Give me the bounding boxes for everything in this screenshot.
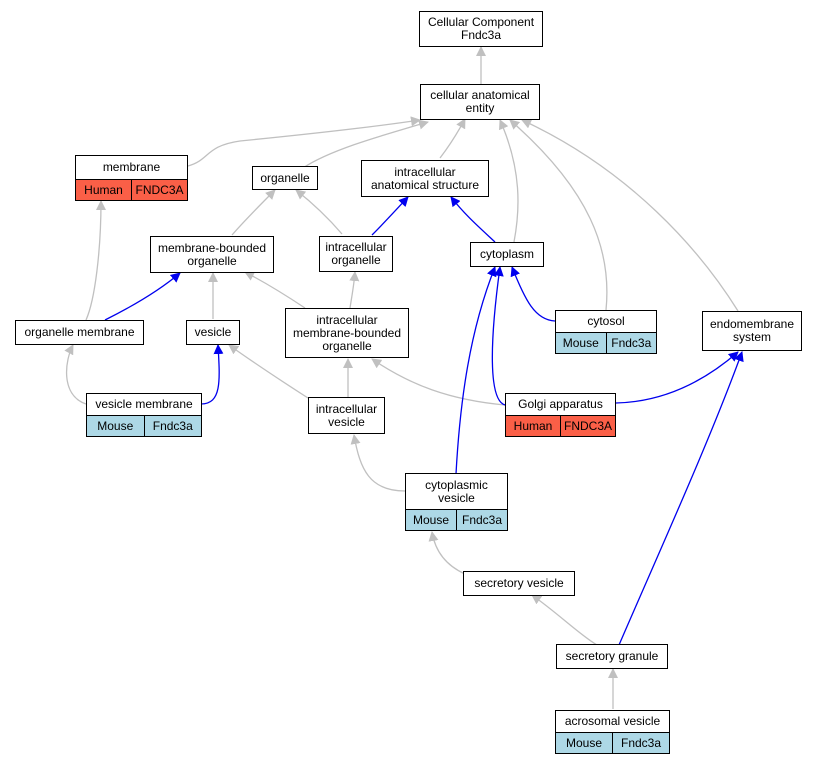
node-label: intracellular: [315, 401, 378, 416]
species-label: Human: [513, 418, 553, 433]
edge-sv-to-cv: [428, 531, 466, 575]
species-label: Human: [84, 182, 123, 197]
edge-om-to-mbo: [104, 272, 181, 321]
node-label: vesicle: [194, 325, 232, 339]
node-organelle-membrane[interactable]: organelle membrane: [15, 320, 144, 345]
node-golgi-apparatus[interactable]: Golgi apparatus Human FNDC3A: [505, 393, 616, 437]
node-label-3: organelle: [322, 338, 372, 353]
edge-imbo-to-io: [349, 271, 360, 309]
edge-es-to-cae: [521, 119, 739, 312]
node-label: intracellular: [325, 240, 387, 254]
edge-sg-to-sv: [531, 594, 598, 646]
node-label: organelle membrane: [24, 325, 135, 339]
node-label: endomembrane: [709, 317, 795, 331]
node-label-2: system: [732, 330, 771, 344]
node-label: intracellular: [394, 164, 456, 179]
annotation-row: Mouse Fndc3a: [556, 332, 656, 353]
node-label: cellular anatomical: [430, 88, 530, 102]
edge-vm-to-om: [64, 344, 87, 405]
species-label: Mouse: [412, 512, 450, 527]
edge-mbo-to-organelle: [231, 189, 276, 236]
node-label: organelle: [260, 170, 310, 185]
node-label-2: anatomical structure: [370, 177, 480, 192]
annotation-row: Mouse Fndc3a: [556, 732, 669, 753]
node-organelle[interactable]: organelle: [252, 166, 318, 190]
node-label-2: entity: [465, 101, 495, 115]
edge-cv-to-cytoplasm: [455, 266, 497, 475]
edge-imbo-to-mbo: [244, 271, 306, 309]
annotation-row: Mouse Fndc3a: [87, 415, 201, 436]
node-label-2: organelle: [331, 253, 381, 267]
edge-vm-to-vesicle: [200, 344, 224, 405]
node-label: cytosol: [587, 314, 625, 328]
node-label-2: membrane-bounded: [292, 325, 402, 340]
node-secretory-granule[interactable]: secretory granule: [556, 644, 668, 669]
node-label: cytoplasmic: [425, 477, 488, 492]
edge-cytoplasm-to-cae: [499, 119, 519, 243]
node-label: Golgi apparatus: [518, 397, 603, 411]
edge-cytoplasm-to-ias: [450, 196, 496, 243]
node-label: intracellular: [316, 312, 378, 327]
node-label: membrane-bounded: [157, 240, 267, 255]
species-label: Mouse: [562, 335, 599, 350]
node-label: membrane: [102, 160, 161, 174]
gene-label: FNDC3A: [560, 416, 615, 436]
edge-membrane-to-cae: [187, 116, 421, 167]
edge-io-to-organelle: [295, 189, 343, 235]
node-label: secretory granule: [565, 649, 659, 663]
species-label: Mouse: [565, 735, 603, 750]
gene-label: Fndc3a: [612, 733, 669, 753]
node-cytoplasm[interactable]: cytoplasm: [470, 242, 544, 267]
node-vesicle[interactable]: vesicle: [186, 320, 240, 345]
node-vesicle-membrane[interactable]: vesicle membrane Mouse Fndc3a: [86, 393, 202, 437]
node-label: vesicle membrane: [95, 397, 193, 411]
node-label-2: vesicle: [328, 414, 365, 429]
edge-golgi-to-cytoplasm: [491, 266, 506, 406]
annotation-row: Human FNDC3A: [76, 179, 187, 200]
edge-cytosol-to-cae: [509, 119, 608, 311]
gene-label: Fndc3a: [456, 510, 507, 530]
annotation-row: Human FNDC3A: [506, 415, 615, 436]
gene-label: FNDC3A: [131, 180, 187, 200]
node-label: cytoplasm: [479, 247, 535, 261]
node-label: acrosomal vesicle: [564, 714, 661, 728]
species-label: Mouse: [97, 418, 134, 433]
gene-label: Fndc3a: [605, 333, 657, 353]
edge-organelle-to-cae: [302, 119, 429, 169]
edge-cv-to-iv: [350, 434, 406, 492]
node-cytosol[interactable]: cytosol Mouse Fndc3a: [555, 310, 657, 354]
edge-iv-to-vesicle: [228, 344, 309, 399]
edge-golgi-to-imbo: [371, 358, 506, 406]
edge-ias-to-cae: [439, 118, 466, 159]
edge-cytosol-to-cytoplasm: [510, 266, 556, 322]
node-membrane[interactable]: membrane Human FNDC3A: [75, 155, 188, 201]
node-label-2: organelle: [187, 253, 237, 268]
node-secretory-vesicle[interactable]: secretory vesicle: [463, 571, 575, 596]
node-label-2: Fndc3a: [460, 28, 502, 42]
node-label-2: vesicle: [438, 490, 475, 505]
edge-om-to-membrane: [85, 200, 106, 321]
edge-io-to-ias: [371, 196, 409, 236]
node-acrosomal-vesicle[interactable]: acrosomal vesicle Mouse Fndc3a: [555, 710, 670, 754]
edge-golgi-to-es: [615, 351, 739, 404]
gene-label: Fndc3a: [143, 416, 202, 436]
node-label: Cellular Component: [427, 15, 535, 29]
edge-sg-to-es: [618, 351, 744, 646]
annotation-row: Mouse Fndc3a: [406, 509, 507, 530]
node-label: secretory vesicle: [474, 576, 564, 590]
